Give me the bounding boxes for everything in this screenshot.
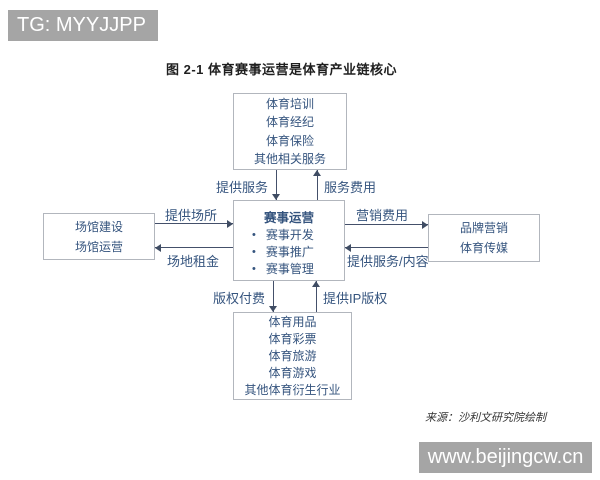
center-box-bullet: 赛事管理 [234, 260, 344, 277]
arrowhead-left-icon [345, 244, 351, 252]
box-item: 体育彩票 [268, 331, 317, 346]
label-service-fee: 服务费用 [324, 180, 377, 195]
center-box-bullet: 赛事开发 [234, 226, 344, 243]
arrowhead-up-icon [313, 170, 321, 176]
box-item: 体育用品 [268, 314, 317, 329]
box-item: 体育经纪 [265, 115, 314, 129]
box-related-services: 体育培训 体育经纪 体育保险 其他相关服务 [233, 93, 347, 170]
watermark-top-badge: TG: MYYJJPP [8, 10, 158, 41]
label-provide-ip: 提供IP版权 [323, 291, 388, 306]
box-item: 体育保险 [265, 133, 314, 148]
box-media-marketing: 品牌营销 体育传媒 [428, 214, 540, 262]
box-item: 体育游戏 [268, 365, 317, 380]
arrow-provide-ip [316, 281, 317, 312]
arrowhead-right-icon [227, 220, 233, 228]
box-item: 场馆建设 [74, 219, 123, 234]
arrowhead-left-icon [155, 244, 161, 252]
figure-title: 图 2-1 体育赛事运营是体育产业链核心 [166, 62, 398, 77]
arrow-service-fee [317, 170, 318, 200]
arrow-provide-services [276, 170, 277, 200]
center-box-title: 赛事运营 [263, 211, 314, 225]
watermark-bottom-badge: www.beijingcw.cn [419, 442, 592, 473]
arrowhead-up-icon [312, 281, 320, 287]
arrow-copyright-fee [273, 281, 274, 312]
box-item: 其他相关服务 [253, 152, 326, 166]
label-marketing-fee: 营销费用 [356, 208, 409, 223]
label-provide-services: 提供服务 [216, 180, 269, 195]
label-provide-services-content: 提供服务/内容 [347, 254, 429, 269]
box-item: 其他体育衍生行业 [244, 382, 341, 397]
box-event-operation: 赛事运营 赛事开发 赛事推广 赛事管理 [233, 200, 345, 281]
center-box-bullet: 赛事推广 [234, 243, 344, 260]
arrow-provide-venue [155, 223, 233, 224]
figure-source: 来源：沙利文研究院绘制 [425, 412, 546, 424]
label-copyright-fee: 版权付费 [213, 291, 266, 306]
box-item: 场馆运营 [74, 239, 123, 254]
box-item: 品牌营销 [459, 221, 508, 235]
arrowhead-down-icon [269, 306, 277, 312]
label-provide-venue: 提供场所 [165, 208, 218, 223]
box-item: 体育传媒 [459, 241, 508, 255]
box-item: 体育培训 [265, 96, 314, 111]
box-item: 体育旅游 [268, 348, 317, 363]
label-venue-rent: 场地租金 [167, 254, 220, 269]
arrow-marketing-fee [345, 224, 428, 225]
arrowhead-right-icon [422, 221, 428, 229]
box-venues: 场馆建设 场馆运营 [43, 213, 155, 260]
arrow-venue-rent [155, 247, 233, 248]
box-derivative-industries: 体育用品 体育彩票 体育旅游 体育游戏 其他体育衍生行业 [233, 312, 352, 400]
arrowhead-down-icon [272, 194, 280, 200]
arrow-provide-services-content [345, 247, 428, 248]
